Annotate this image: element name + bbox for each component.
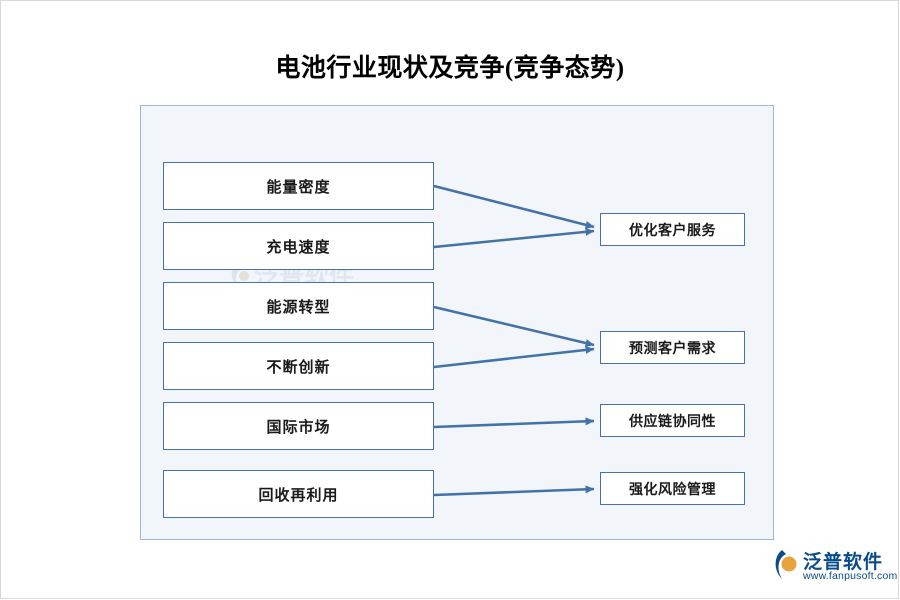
node-right-2[interactable]: 预测客户需求 xyxy=(600,331,745,364)
page-title: 电池行业现状及竞争(竞争态势) xyxy=(275,55,625,82)
node-left-3[interactable]: 能源转型 xyxy=(163,282,434,330)
node-label: 能源转型 xyxy=(266,299,331,316)
node-label: 预测客户需求 xyxy=(629,341,716,357)
logo-url: www.fanpusoft.com xyxy=(803,570,898,582)
node-label: 回收再利用 xyxy=(258,487,339,504)
node-right-4[interactable]: 强化风险管理 xyxy=(600,472,745,505)
node-label: 不断创新 xyxy=(266,359,331,376)
logo-mark-icon xyxy=(775,550,797,579)
node-left-1[interactable]: 能量密度 xyxy=(163,162,434,210)
node-label: 充电速度 xyxy=(266,239,331,256)
node-left-4[interactable]: 不断创新 xyxy=(163,342,434,390)
node-right-1[interactable]: 优化客户服务 xyxy=(600,213,745,246)
node-right-3[interactable]: 供应链协同性 xyxy=(600,404,745,437)
node-label: 强化风险管理 xyxy=(629,482,716,498)
node-label: 供应链协同性 xyxy=(629,414,716,430)
node-left-5[interactable]: 国际市场 xyxy=(163,402,434,450)
node-label: 优化客户服务 xyxy=(629,223,716,239)
node-left-6[interactable]: 回收再利用 xyxy=(163,470,434,518)
node-left-2[interactable]: 充电速度 xyxy=(163,222,434,270)
node-label: 能量密度 xyxy=(266,179,331,196)
company-logo: 泛普软件 www.fanpusoft.com xyxy=(773,548,897,588)
node-label: 国际市场 xyxy=(266,419,331,436)
logo-name: 泛普软件 xyxy=(803,552,884,573)
